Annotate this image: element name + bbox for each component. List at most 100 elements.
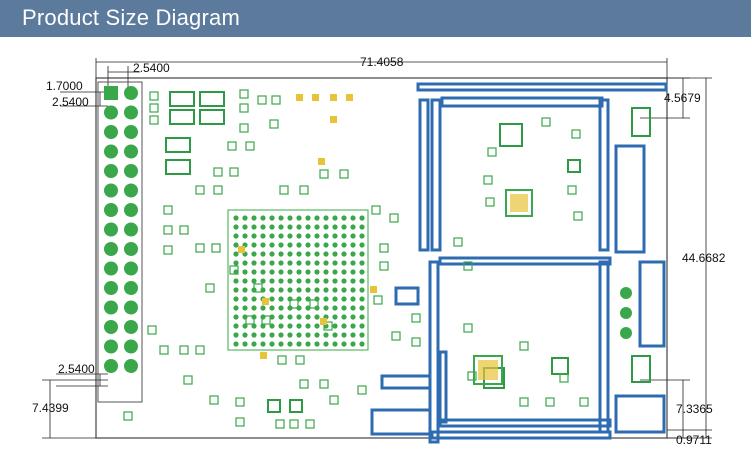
smd-pad	[179, 225, 189, 235]
bga-ball	[305, 323, 311, 329]
rf-module-bottom	[473, 355, 503, 385]
smd-pad-yellow	[318, 158, 325, 165]
bga-ball	[251, 305, 257, 311]
bga-ball	[278, 215, 284, 221]
bga-ball	[278, 332, 284, 338]
bga-ball	[359, 323, 365, 329]
bga-ball	[251, 251, 257, 257]
smd-pad	[289, 299, 299, 309]
bga-ball	[305, 305, 311, 311]
bga-ball	[323, 224, 329, 230]
smd-pad	[411, 313, 421, 323]
bga-ball	[251, 224, 257, 230]
bga-ball	[233, 314, 239, 320]
bga-ball	[278, 278, 284, 284]
smd-pad	[213, 167, 223, 177]
bga-ball	[323, 242, 329, 248]
smd-pad-yellow	[320, 318, 327, 325]
smd-pad	[319, 379, 329, 389]
bga-ball	[251, 341, 257, 347]
smd-pad	[319, 169, 329, 179]
smd-pad	[253, 283, 263, 293]
smd-pad	[261, 315, 271, 325]
smd-pad	[573, 211, 583, 221]
smd-pad-yellow	[296, 94, 303, 101]
bga-ball	[242, 278, 248, 284]
bga-ball	[296, 233, 302, 239]
smd-pad	[487, 147, 497, 157]
bga-ball	[341, 278, 347, 284]
bga-ball	[242, 305, 248, 311]
dim-pin-pitch-left: 2.5400	[52, 95, 89, 109]
bga-ball	[287, 251, 293, 257]
smd-pad	[275, 419, 285, 429]
bga-ball	[278, 287, 284, 293]
bga-ball	[242, 332, 248, 338]
bga-ball	[287, 260, 293, 266]
smd-pad-yellow	[330, 116, 337, 123]
bga-ball	[269, 296, 275, 302]
bga-ball	[260, 260, 266, 266]
bga-ball	[233, 287, 239, 293]
bga-ball	[323, 296, 329, 302]
bga-ball	[233, 341, 239, 347]
bga-ball	[359, 296, 365, 302]
bga-ball	[242, 260, 248, 266]
bga-ball	[251, 323, 257, 329]
bga-ball	[269, 242, 275, 248]
bga-ball	[305, 215, 311, 221]
smd-pad	[183, 375, 193, 385]
bga-ball	[242, 215, 248, 221]
bga-ball	[350, 341, 356, 347]
bga-ball	[251, 233, 257, 239]
smd-pad	[205, 283, 215, 293]
bga-ball	[314, 260, 320, 266]
bga-ball	[314, 296, 320, 302]
bga-ball	[260, 332, 266, 338]
bga-ball	[260, 278, 266, 284]
bga-ball	[341, 296, 347, 302]
bga-ball	[296, 296, 302, 302]
smd-pad	[373, 295, 383, 305]
bga-ball	[287, 278, 293, 284]
bga-ball	[242, 224, 248, 230]
smd-pad	[329, 395, 339, 405]
bga-ball	[251, 332, 257, 338]
bga-ball	[296, 215, 302, 221]
bga-ball	[332, 224, 338, 230]
bga-ball	[305, 242, 311, 248]
smd-pad	[163, 205, 173, 215]
bga-ball	[323, 287, 329, 293]
header-pin	[124, 105, 138, 120]
bga-ball	[296, 323, 302, 329]
bga-ball	[323, 305, 329, 311]
bga-ball	[233, 251, 239, 257]
bga-ball	[278, 251, 284, 257]
bga-ball	[233, 215, 239, 221]
bga-ball	[341, 269, 347, 275]
header-pin	[104, 320, 118, 334]
bga-ball	[233, 278, 239, 284]
bga-ball	[242, 296, 248, 302]
dim-connector-bottom-offset: 7.3365	[676, 402, 713, 416]
bga-ball	[287, 215, 293, 221]
header-pin	[104, 300, 118, 315]
bga-ball	[296, 314, 302, 320]
header-pin	[104, 242, 118, 256]
header-pin	[124, 339, 138, 354]
bga-ball	[305, 260, 311, 266]
header-pin	[104, 164, 118, 178]
bga-ball	[332, 260, 338, 266]
bga-ball	[233, 332, 239, 338]
smd-pad	[123, 411, 133, 421]
bga-ball	[305, 341, 311, 347]
bga-ball	[251, 278, 257, 284]
bga-ball	[314, 278, 320, 284]
smd-pad	[235, 397, 245, 407]
smd-pad	[229, 265, 239, 275]
bga-ball	[269, 323, 275, 329]
bga-ball	[341, 242, 347, 248]
smd-pad	[299, 185, 309, 195]
bga-ball	[332, 233, 338, 239]
